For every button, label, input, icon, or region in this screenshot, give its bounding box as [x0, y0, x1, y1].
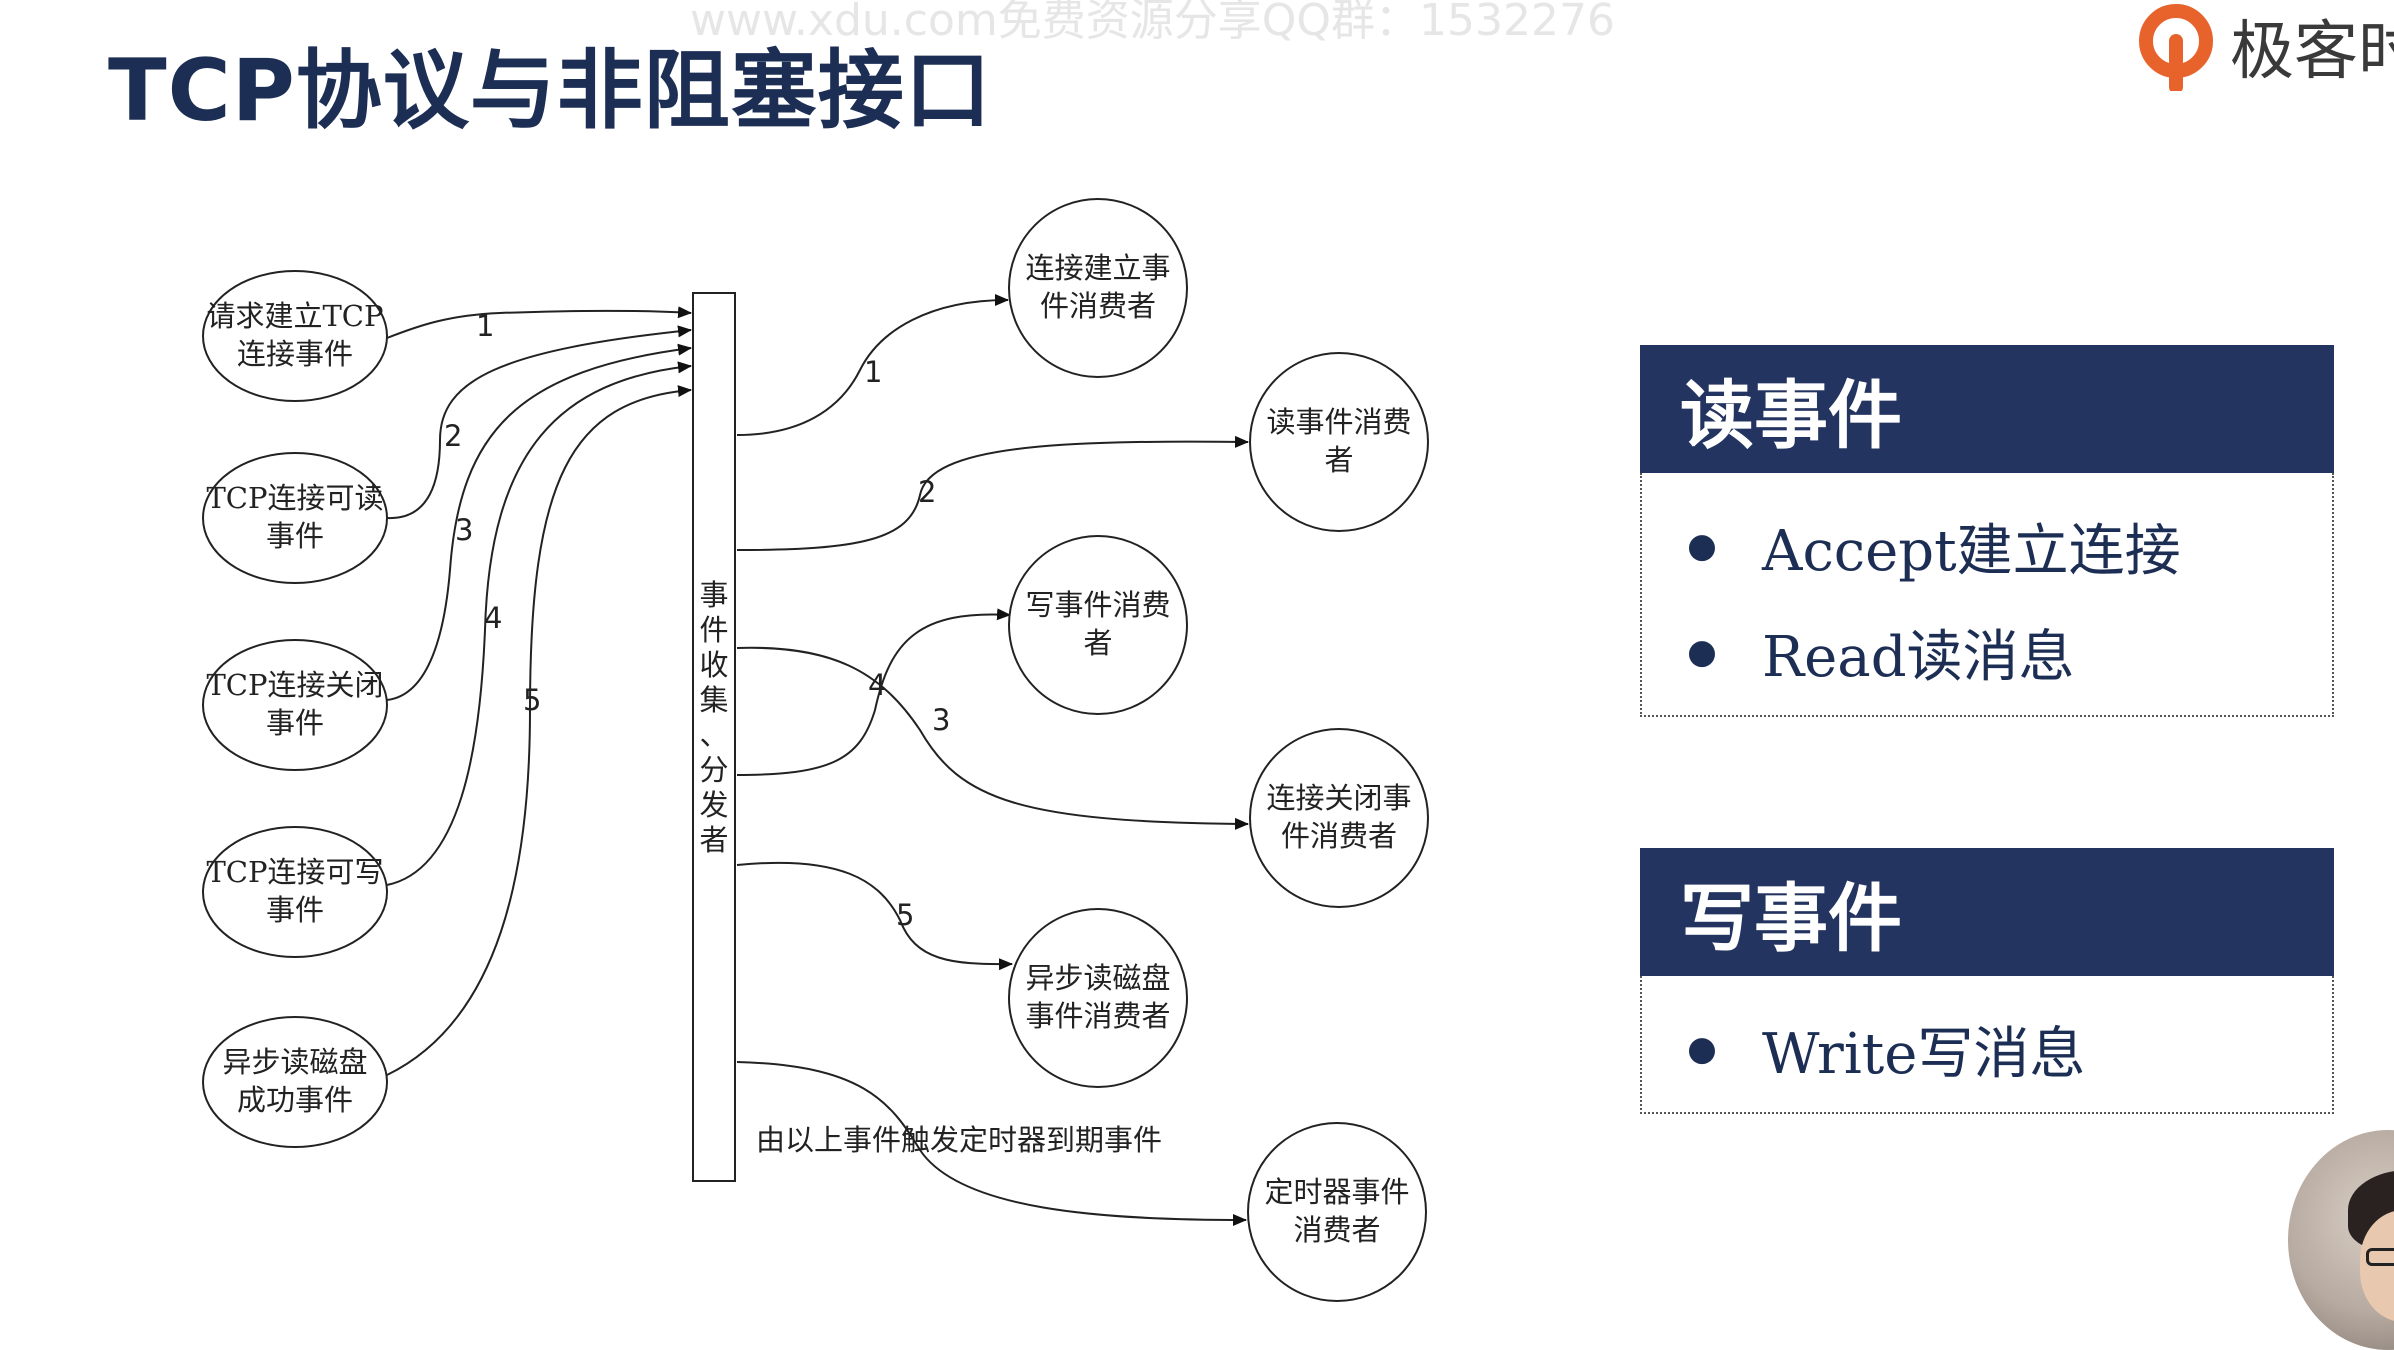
- list-item-text: Accept建立连接: [1762, 518, 2181, 584]
- presenter-glasses-icon: [2366, 1248, 2394, 1266]
- consumer-line2: 者: [1083, 626, 1112, 660]
- source-line1: TCP连接关闭: [206, 668, 383, 702]
- bullet-icon: ●: [1687, 526, 1717, 566]
- watermark: www.xdu.com免费资源分享QQ群：1532276: [690, 0, 1615, 46]
- collector-char: 分: [699, 753, 728, 787]
- edge-to-disk-consumer: [736, 861, 1013, 971]
- source-writable: TCP连接可写 事件: [202, 826, 388, 958]
- source-line2: 事件: [266, 706, 324, 740]
- edge-readable: [386, 325, 692, 520]
- collector-char: 收: [699, 648, 728, 682]
- consumer-read: 读事件消费 者: [1249, 352, 1429, 532]
- source-line1: TCP连接可读: [206, 481, 383, 515]
- out-label-5: 5: [896, 898, 914, 932]
- out-label-4: 4: [868, 668, 886, 702]
- source-closed: TCP连接关闭 事件: [202, 639, 388, 771]
- source-line1: 请求建立TCP: [206, 299, 383, 333]
- source-async-read: 异步读磁盘 成功事件: [202, 1016, 388, 1148]
- edge-to-timer-consumer: [736, 1061, 1247, 1226]
- source-line2: 事件: [266, 893, 324, 927]
- consumer-line1: 连接建立事: [1025, 251, 1170, 285]
- consumer-line2: 消费者: [1293, 1213, 1380, 1247]
- write-events-title: 写事件: [1640, 848, 2334, 976]
- in-label-2: 2: [444, 419, 462, 453]
- collector-char: 件: [699, 613, 728, 647]
- source-line2: 成功事件: [237, 1083, 353, 1117]
- event-collector-label: 事 件 收 集 、 分 发 者: [699, 578, 728, 857]
- bullet-icon: ●: [1687, 632, 1717, 672]
- read-events-box: 读事件 ● Accept建立连接 ● Read读消息: [1640, 345, 2334, 717]
- consumer-line2: 者: [1324, 443, 1353, 477]
- edge-to-connect-consumer: [736, 294, 1009, 436]
- in-label-3: 3: [455, 513, 473, 547]
- out-label-1: 1: [864, 355, 882, 389]
- read-events-title: 读事件: [1640, 345, 2334, 473]
- edge-closed: [386, 343, 692, 701]
- consumer-line2: 件消费者: [1040, 289, 1156, 323]
- list-item: ● Read读消息: [1642, 599, 2332, 705]
- edge-to-close-consumer: [736, 646, 1249, 830]
- list-item: ● Write写消息: [1642, 996, 2332, 1102]
- edge-async-read: [386, 385, 692, 1076]
- consumer-close: 连接关闭事 件消费者: [1249, 728, 1429, 908]
- source-line2: 连接事件: [237, 337, 353, 371]
- event-flow-diagram: 事 件 收 集 、 分 发 者 1 2 3 4 5 1 2 4 3 5 由以上事…: [202, 198, 1429, 1302]
- list-item-text: Write写消息: [1762, 1021, 2086, 1087]
- brand-logo: 极客时: [2136, 0, 2394, 92]
- write-events-list: ● Write写消息: [1640, 976, 2334, 1114]
- consumer-line1: 连接关闭事: [1266, 781, 1411, 815]
- consumer-timer: 定时器事件 消费者: [1247, 1122, 1427, 1302]
- logo-text: 极客时: [2230, 15, 2394, 89]
- geek-logo-icon: [2139, 4, 2213, 91]
- consumer-line2: 事件消费者: [1025, 999, 1170, 1033]
- edge-writable: [386, 361, 692, 886]
- list-item-text: Read读消息: [1762, 624, 2075, 690]
- read-events-list: ● Accept建立连接 ● Read读消息: [1640, 473, 2334, 717]
- write-events-box: 写事件 ● Write写消息: [1640, 848, 2334, 1114]
- source-connect-request: 请求建立TCP 连接事件: [202, 270, 388, 402]
- consumer-write: 写事件消费 者: [1008, 535, 1188, 715]
- page-title: TCP协议与非阻塞接口: [108, 41, 992, 141]
- collector-char: 、: [699, 718, 728, 752]
- out-label-3: 3: [932, 703, 950, 737]
- in-label-4: 4: [484, 601, 502, 635]
- timer-event-label: 由以上事件触发定时器到期事件: [756, 1123, 1162, 1157]
- list-item: ● Accept建立连接: [1642, 493, 2332, 599]
- consumer-line2: 件消费者: [1281, 819, 1397, 853]
- presenter-video-thumbnail: [2288, 1130, 2394, 1350]
- consumer-line1: 定时器事件: [1264, 1175, 1409, 1209]
- out-label-2: 2: [918, 475, 936, 509]
- consumer-connect: 连接建立事 件消费者: [1008, 198, 1188, 378]
- consumer-disk: 异步读磁盘 事件消费者: [1008, 908, 1188, 1088]
- in-label-5: 5: [523, 683, 541, 717]
- in-label-1: 1: [476, 309, 494, 343]
- event-collector-bar: [692, 292, 736, 1182]
- edge-to-write-consumer: [736, 608, 1011, 776]
- source-line1: TCP连接可写: [206, 855, 383, 889]
- collector-char: 集: [699, 683, 728, 717]
- collector-char: 事: [699, 578, 728, 612]
- collector-char: 者: [699, 823, 728, 857]
- consumer-line1: 写事件消费: [1025, 588, 1170, 622]
- consumer-line1: 读事件消费: [1266, 405, 1411, 439]
- edge-connect-request: [386, 306, 692, 339]
- source-line2: 事件: [266, 519, 324, 553]
- collector-char: 发: [699, 788, 728, 822]
- source-line1: 异步读磁盘: [222, 1045, 367, 1079]
- consumer-line1: 异步读磁盘: [1025, 961, 1170, 995]
- bullet-icon: ●: [1687, 1029, 1717, 1069]
- source-readable: TCP连接可读 事件: [202, 452, 388, 584]
- edge-to-read-consumer: [736, 435, 1249, 551]
